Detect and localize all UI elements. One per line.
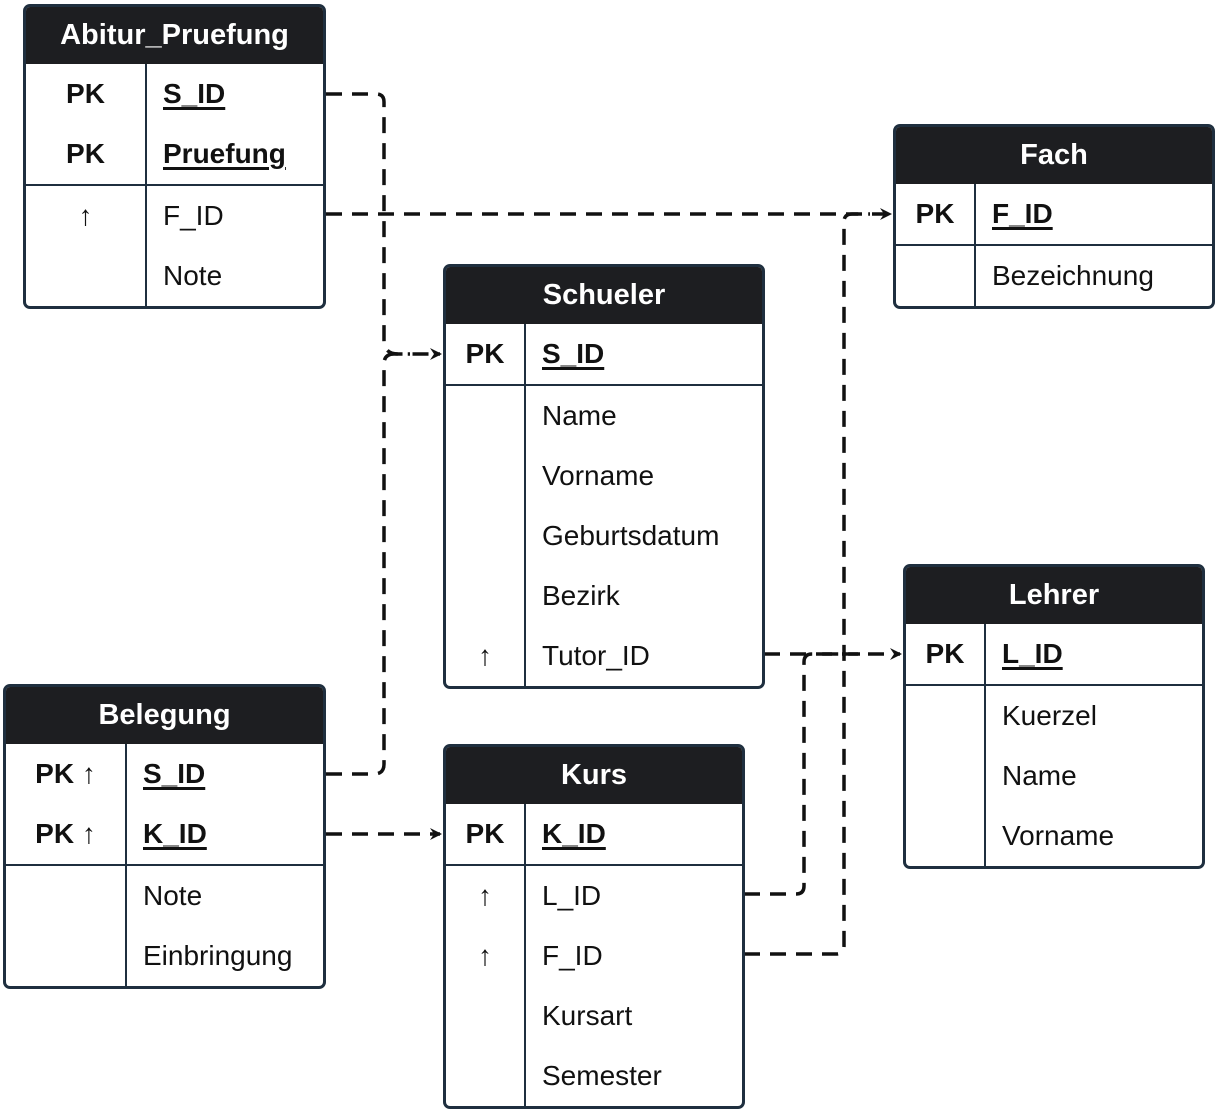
primary-key-marker: PK bbox=[446, 804, 526, 864]
key-cell bbox=[6, 866, 127, 926]
column-row[interactable]: Vorname bbox=[446, 446, 762, 506]
primary-key-marker: PK bbox=[906, 624, 986, 684]
column-name: F_ID bbox=[542, 940, 603, 971]
primary-key-marker: PK ↑ bbox=[6, 744, 127, 804]
column-row[interactable]: ↑ L_ID bbox=[446, 866, 742, 926]
column-row[interactable]: PK S_ID bbox=[26, 64, 323, 124]
column-name: Semester bbox=[542, 1060, 662, 1091]
key-cell bbox=[26, 246, 147, 306]
column-name: Pruefung bbox=[163, 138, 286, 169]
key-cell bbox=[6, 926, 127, 986]
table-title: Schueler bbox=[446, 267, 762, 324]
column-name: K_ID bbox=[542, 818, 606, 849]
column-row[interactable]: Einbringung bbox=[6, 926, 323, 986]
column-row[interactable]: Note bbox=[6, 866, 323, 926]
foreign-key-icon: ↑ bbox=[446, 926, 526, 986]
column-name: S_ID bbox=[542, 338, 605, 369]
relation-abitur-sid-to-schueler bbox=[326, 92, 442, 360]
column-name: Geburtsdatum bbox=[542, 520, 720, 551]
column-row[interactable]: Semester bbox=[446, 1046, 742, 1106]
table-title: Kurs bbox=[446, 747, 742, 804]
column-name: S_ID bbox=[163, 78, 226, 109]
column-row[interactable]: Kursart bbox=[446, 986, 742, 1046]
column-name: F_ID bbox=[163, 200, 224, 231]
column-name: Bezirk bbox=[542, 580, 620, 611]
column-row[interactable]: PK ↑ K_ID bbox=[6, 804, 323, 866]
foreign-key-icon: ↑ bbox=[26, 186, 147, 246]
column-row[interactable]: Geburtsdatum bbox=[446, 506, 762, 566]
primary-key-marker: PK bbox=[446, 324, 526, 384]
column-name: L_ID bbox=[542, 880, 602, 911]
column-name: Tutor_ID bbox=[542, 640, 650, 671]
table-title: Fach bbox=[896, 127, 1212, 184]
column-name: Einbringung bbox=[143, 940, 293, 971]
column-row[interactable]: PK ↑ S_ID bbox=[6, 744, 323, 804]
column-name: Note bbox=[143, 880, 203, 911]
relation-kurs-fid-to-fach bbox=[744, 212, 870, 956]
key-cell bbox=[446, 446, 526, 506]
foreign-key-icon: ↑ bbox=[446, 626, 526, 686]
column-name: L_ID bbox=[1002, 638, 1063, 669]
column-row[interactable]: ↑ Tutor_ID bbox=[446, 626, 762, 686]
column-name: K_ID bbox=[143, 818, 207, 849]
column-row[interactable]: Note bbox=[26, 246, 323, 306]
table-title: Abitur_Pruefung bbox=[26, 7, 323, 64]
column-row[interactable]: Bezeichnung bbox=[896, 246, 1212, 306]
key-cell bbox=[906, 686, 986, 746]
column-name: Name bbox=[1002, 760, 1077, 791]
column-name: Vorname bbox=[1002, 820, 1115, 851]
key-cell bbox=[906, 746, 986, 806]
column-row[interactable]: Kuerzel bbox=[906, 686, 1202, 746]
column-row[interactable]: PK F_ID bbox=[896, 184, 1212, 246]
column-row[interactable]: PK Pruefung bbox=[26, 124, 323, 186]
column-row[interactable]: Bezirk bbox=[446, 566, 762, 626]
column-name: Kuerzel bbox=[1002, 700, 1097, 731]
relation-kurs-lid-to-lehrer bbox=[744, 652, 860, 896]
column-row[interactable]: PK S_ID bbox=[446, 324, 762, 386]
column-row[interactable]: ↑ F_ID bbox=[26, 186, 323, 246]
key-cell bbox=[446, 506, 526, 566]
column-name: Bezeichnung bbox=[992, 260, 1154, 291]
primary-key-marker: PK bbox=[26, 64, 147, 124]
key-cell bbox=[446, 386, 526, 446]
column-name: S_ID bbox=[143, 758, 206, 789]
primary-key-marker: PK bbox=[26, 124, 147, 184]
foreign-key-icon: ↑ bbox=[446, 866, 526, 926]
key-cell bbox=[446, 986, 526, 1046]
relation-belegung-sid-to-schueler bbox=[326, 352, 410, 776]
key-cell bbox=[896, 246, 976, 306]
table-title: Lehrer bbox=[906, 567, 1202, 624]
column-row[interactable]: ↑ F_ID bbox=[446, 926, 742, 986]
column-row[interactable]: PK K_ID bbox=[446, 804, 742, 866]
table-title: Belegung bbox=[6, 687, 323, 744]
column-name: Vorname bbox=[542, 460, 655, 491]
column-row[interactable]: Name bbox=[906, 746, 1202, 806]
column-name: Note bbox=[163, 260, 223, 291]
primary-key-marker: PK ↑ bbox=[6, 804, 127, 864]
column-row[interactable]: Name bbox=[446, 386, 762, 446]
key-cell bbox=[446, 566, 526, 626]
column-row[interactable]: Vorname bbox=[906, 806, 1202, 866]
key-cell bbox=[446, 1046, 526, 1106]
column-name: Kursart bbox=[542, 1000, 633, 1031]
column-row[interactable]: PK L_ID bbox=[906, 624, 1202, 686]
key-cell bbox=[906, 806, 986, 866]
column-name: F_ID bbox=[992, 198, 1053, 229]
column-name: Name bbox=[542, 400, 617, 431]
primary-key-marker: PK bbox=[896, 184, 976, 244]
